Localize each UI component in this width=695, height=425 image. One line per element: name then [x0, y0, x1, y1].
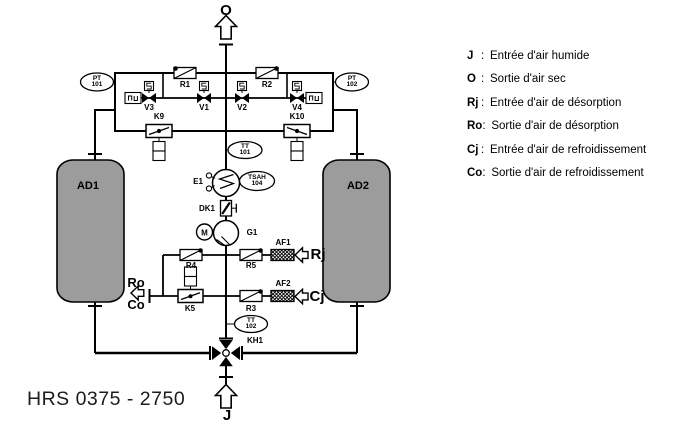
port-label-rj: Rj — [310, 246, 326, 263]
legend-row-cj: Cj: Entrée d'air de refroidissement — [467, 143, 647, 156]
port-label-cj: Cj — [309, 288, 325, 305]
tank-label-ad2: AD2 — [346, 180, 370, 192]
inlet-arrow-rj — [293, 246, 309, 264]
orifice-r3 — [239, 289, 263, 303]
outlet-arrow-roco — [129, 284, 145, 302]
port-label-o: O — [220, 2, 232, 19]
check-valve-dk1 — [219, 199, 237, 217]
port-label-co: Co — [127, 297, 145, 312]
motor-m — [195, 223, 214, 241]
tag-v2: V2 — [237, 103, 247, 112]
tag-k9: K9 — [153, 112, 165, 121]
filter-af2 — [270, 289, 295, 303]
legend-key: Co — [467, 166, 483, 179]
tag-r4: R4 — [185, 261, 197, 270]
inlet-arrow-cj — [293, 287, 309, 306]
instrument-pt101 — [79, 72, 115, 92]
piping — [88, 43, 364, 384]
legend-desc: Entrée d'air humide — [490, 50, 590, 62]
legend-row-o: O: Sortie d'air sec — [467, 73, 566, 86]
blower-g1 — [212, 219, 240, 247]
legend-row-co: Co: Sortie d'air de refroidissement — [467, 166, 644, 179]
silencer-left-icon — [124, 91, 142, 105]
orifice-r5 — [239, 248, 263, 262]
tank-label-ad1: AD1 — [76, 180, 100, 192]
tag-k10: K10 — [289, 112, 305, 121]
legend-key: J — [467, 50, 474, 62]
tag-r3: R3 — [245, 304, 257, 313]
tag-g1: G1 — [246, 228, 258, 237]
tag-r2: R2 — [261, 80, 273, 89]
diagram-title: HRS 0375 - 2750 — [27, 388, 186, 410]
outlet-arrow-o — [213, 14, 239, 40]
tag-k5: K5 — [184, 304, 196, 313]
tag-v1: V1 — [199, 103, 209, 112]
legend-desc: Entrée d'air de refroidissement — [490, 143, 647, 156]
tag-v4: V4 — [292, 103, 302, 112]
valve-v3 — [142, 80, 156, 103]
tag-r5: R5 — [245, 261, 257, 270]
orifice-r1 — [173, 66, 197, 80]
filter-af1 — [270, 248, 295, 262]
port-label-ro: Ro — [127, 275, 145, 290]
legend-row-ro: Ro: Sortie d'air de désorption — [467, 120, 619, 133]
motor-letter: M — [201, 228, 208, 237]
legend-row-j: J: Entrée d'air humide — [467, 50, 590, 62]
legend-desc: Sortie d'air sec — [490, 73, 566, 86]
tag-kh1: KH1 — [246, 336, 264, 345]
tag-af2: AF2 — [275, 279, 291, 288]
valve-v2 — [235, 80, 249, 103]
heater-e1 — [205, 168, 241, 198]
valve-v1 — [197, 80, 211, 103]
tag-v3: V3 — [144, 103, 154, 112]
instrument-pt102 — [334, 72, 370, 92]
port-label-j: J — [222, 407, 232, 424]
four-way-valve-kh1 — [209, 340, 243, 367]
legend-key: Cj — [467, 143, 479, 156]
orifice-r4 — [179, 248, 203, 262]
tag-af1: AF1 — [275, 238, 291, 247]
legend-desc: Entrée d'air de désorption — [490, 96, 622, 109]
valve-k9 — [145, 123, 173, 162]
legend: J: Entrée d'air humide O: Sortie d'air s… — [467, 50, 646, 190]
legend-desc: Sortie d'air de refroidissement — [491, 166, 644, 179]
legend-key: Rj — [467, 96, 479, 109]
silencer-right-icon — [305, 91, 323, 105]
tank-ad2 — [322, 159, 391, 303]
tag-e1: E1 — [193, 177, 203, 186]
tag-r1: R1 — [179, 80, 191, 89]
orifice-r2 — [255, 66, 279, 80]
legend-row-rj: Rj: Entrée d'air de désorption — [467, 96, 622, 109]
valve-k5 — [177, 266, 204, 304]
inlet-arrow-j — [213, 383, 239, 409]
legend-desc: Sortie d'air de désorption — [491, 120, 619, 133]
tank-ad1 — [56, 159, 125, 303]
instrument-tt102 — [233, 314, 269, 334]
valve-v4 — [290, 80, 304, 103]
tag-dk1: DK1 — [198, 204, 216, 213]
instrument-tt101 — [227, 140, 263, 160]
valve-k10 — [283, 123, 311, 162]
legend-key: Ro — [467, 120, 483, 133]
legend-key: O — [467, 73, 476, 86]
